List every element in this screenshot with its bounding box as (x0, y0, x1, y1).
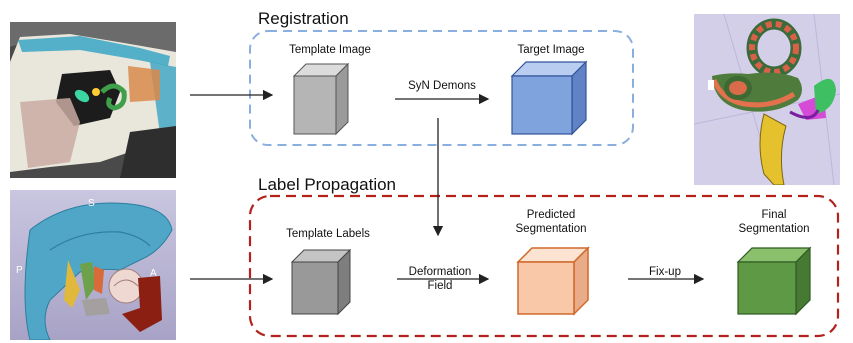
axis-label-p: P (16, 265, 23, 276)
deformation-field-line-2: Field (427, 280, 453, 292)
axis-label-s: S (88, 198, 95, 209)
final-segmentation-line-1: Final (761, 209, 787, 221)
predicted-segmentation-line-1: Predicted (526, 209, 576, 221)
ct-slice-image (10, 22, 176, 178)
target-image-cube (510, 60, 588, 136)
template-labels-label: Template Labels (286, 228, 370, 240)
registration-title: Registration (258, 9, 349, 28)
registration-box (249, 30, 634, 146)
template-image-label: Template Image (289, 44, 371, 56)
predicted-segmentation-cube (516, 246, 590, 316)
template-image-cube (292, 62, 350, 136)
segmentation-3d-render (694, 14, 840, 185)
final-segmentation-label: Final Segmentation (718, 208, 830, 236)
label-propagation-box (248, 194, 840, 338)
final-segmentation-cube (736, 246, 812, 316)
axis-label-a: A (150, 268, 157, 279)
syn-demons-label: SyN Demons (408, 80, 476, 92)
deformation-field-line-1: Deformation (408, 266, 472, 278)
label-propagation-title: Label Propagation (258, 175, 397, 194)
target-image-label: Target Image (517, 44, 585, 56)
predicted-segmentation-label: Predicted Segmentation (496, 208, 606, 236)
deformation-field-label: Deformation Field (392, 265, 488, 293)
template-labels-cube (290, 248, 352, 316)
final-segmentation-line-2: Segmentation (738, 223, 810, 235)
3d-anatomy-render: S P A (10, 190, 176, 340)
fixup-label: Fix-up (649, 266, 681, 278)
predicted-segmentation-line-2: Segmentation (515, 223, 587, 235)
